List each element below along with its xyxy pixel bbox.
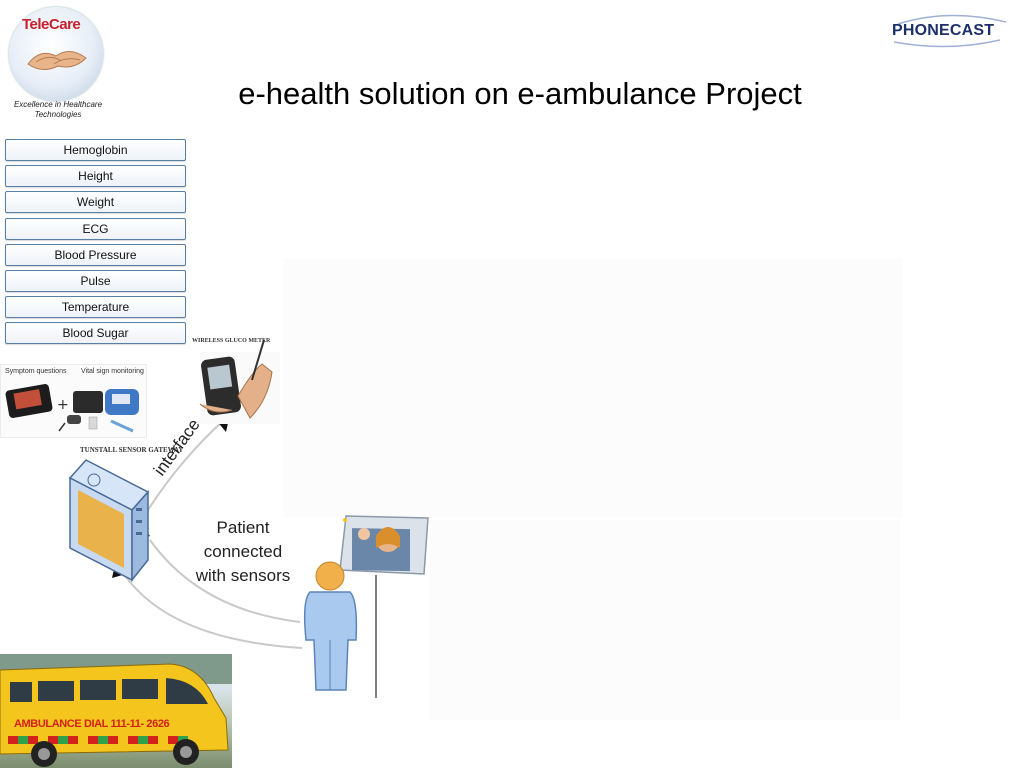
parameter-item: Blood Pressure (5, 243, 186, 266)
parameter-item: ECG (5, 217, 186, 240)
telecare-wordmark: TeleCare (22, 16, 81, 33)
vital-sign-monitoring-label: Vital sign monitoring (81, 368, 144, 375)
patient-label-line: with sensors (195, 566, 291, 585)
parameter-item: Hemoglobin (5, 139, 186, 161)
gluco-meter-label: WIRELESS GLUCO METER (192, 338, 271, 344)
patient-label-line: connected (203, 542, 283, 561)
ambulance-image: AMBULANCE DIAL 111-11- 2626 (0, 654, 232, 768)
ambulance-dial-text: AMBULANCE DIAL 111-11- 2626 (14, 718, 170, 730)
tagline-line: Excellence in Healthcare (13, 100, 103, 109)
background-panel (283, 258, 903, 518)
parameter-item: Height (5, 165, 186, 188)
ambulance-van-icon (0, 654, 232, 767)
telecare-logo: TeleCare Excellence in Healthcare Techno… (6, 4, 110, 120)
vital-sign-devices-image: Symptom questions Vital sign monitoring … (0, 364, 147, 438)
hands-icon (27, 51, 87, 70)
symptom-questions-label: Symptom questions (5, 368, 67, 375)
video-tablet-icon (339, 515, 429, 575)
logo-globe (9, 7, 103, 101)
background-panel (430, 520, 900, 720)
parameter-item: Blood Sugar (5, 322, 186, 345)
medical-devices-icon: + (5, 384, 139, 433)
parameter-item: Temperature (5, 296, 186, 319)
tagline-line: Technologies (34, 110, 82, 119)
sensor-gateway-label: TUNSTALL SENSOR GATEWAY (80, 446, 184, 454)
page-title: e-health solution on e-ambulance Project (238, 76, 802, 111)
svg-text:+: + (57, 397, 69, 413)
phonecast-logo: PHONECAST (888, 12, 1012, 48)
gluco-meter-icon (199, 339, 280, 424)
parameter-item: Pulse (5, 269, 186, 292)
phonecast-wordmark: PHONECAST (892, 22, 995, 39)
swoosh-icon (893, 14, 1007, 48)
parameter-item: Weight (5, 191, 186, 214)
sensor-gateway-icon (68, 459, 150, 583)
telecare-tagline: Excellence in Healthcare Technologies (6, 100, 110, 120)
parameter-list: Hemoglobin Height Weight ECG Blood Press… (5, 139, 188, 349)
patient-figure-icon (303, 561, 358, 691)
patient-label-line: Patient (216, 518, 270, 537)
patient-label: Patient connected with sensors (184, 516, 302, 588)
